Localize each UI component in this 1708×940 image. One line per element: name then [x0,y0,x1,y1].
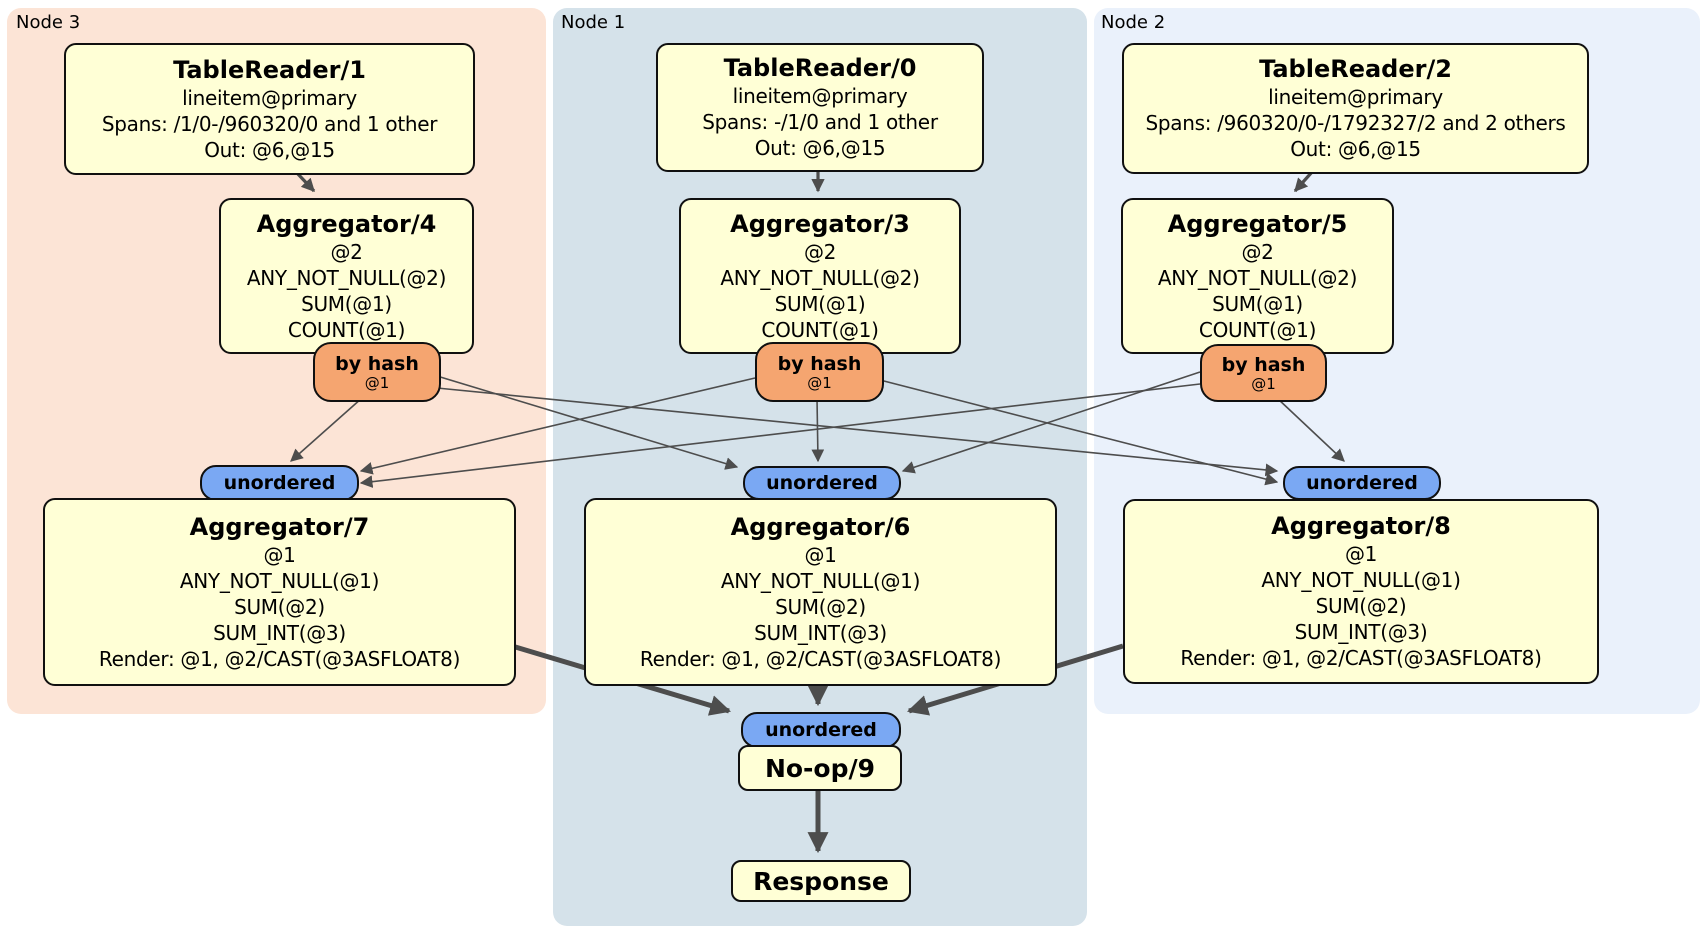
tablereader-0-out: Out: @6,@15 [754,136,886,160]
tablereader-0-box: TableReader/0 lineitem@primary Spans: -/… [656,43,984,172]
node2-label: Node 2 [1101,12,1166,33]
hash-router-node2-label: by hash [1221,353,1306,376]
aggregator-6-line: ANY_NOT_NULL(@1) [720,568,921,593]
aggregator-8-line: SUM(@2) [1315,594,1407,618]
noop-box: No-op/9 [738,745,902,791]
aggregator-3-line: SUM(@1) [774,291,866,316]
aggregator-5-line: @2 [1241,239,1274,264]
tablereader-1-out: Out: @6,@15 [204,137,335,162]
aggregator-5-line: SUM(@1) [1212,291,1303,316]
aggregator-5-title: Aggregator/5 [1167,209,1348,238]
aggregator-5-line: ANY_NOT_NULL(@2) [1157,265,1358,290]
tablereader-2-index: lineitem@primary [1268,85,1443,109]
aggregator-7-title: Aggregator/7 [189,512,370,541]
tablereader-0-index: lineitem@primary [732,84,908,108]
node1-label: Node 1 [561,12,626,33]
aggregator-3-box: Aggregator/3 @2 ANY_NOT_NULL(@2) SUM(@1)… [679,198,961,354]
aggregator-4-box: Aggregator/4 @2 ANY_NOT_NULL(@2) SUM(@1)… [219,198,474,354]
aggregator-8-line: @1 [1344,542,1378,566]
hash-router-node3-key: @1 [364,373,390,392]
aggregator-8-line: SUM_INT(@3) [1294,620,1428,644]
aggregator-3-line: ANY_NOT_NULL(@2) [720,265,920,290]
tablereader-1-spans: Spans: /1/0-/960320/0 and 1 other [101,111,438,136]
aggregator-5-box: Aggregator/5 @2 ANY_NOT_NULL(@2) SUM(@1)… [1121,198,1394,354]
tablereader-2-box: TableReader/2 lineitem@primary Spans: /9… [1122,43,1589,174]
aggregator-8-line: Render: @1, @2/CAST(@3ASFLOAT8) [1180,646,1542,670]
hash-router-node1-label: by hash [777,352,862,375]
tablereader-2-spans: Spans: /960320/0-/1792327/2 and 2 others [1145,111,1566,135]
tablereader-2-title: TableReader/2 [1259,55,1452,83]
aggregator-8-title: Aggregator/8 [1271,512,1451,540]
aggregator-4-line: ANY_NOT_NULL(@2) [246,265,447,290]
tablereader-1-title: TableReader/1 [173,55,366,84]
hash-router-node3: by hash @1 [313,342,441,402]
aggregator-3-title: Aggregator/3 [730,209,910,238]
aggregator-4-title: Aggregator/4 [256,209,437,238]
aggregator-7-line: ANY_NOT_NULL(@1) [179,568,380,593]
aggregator-5-line: COUNT(@1) [1198,317,1317,342]
aggregator-7-line: SUM(@2) [234,594,325,619]
aggregator-3-line: @2 [803,239,837,264]
hash-router-node2-key: @1 [1251,374,1276,393]
aggregator-7-line: @1 [263,542,296,567]
hash-router-node3-label: by hash [335,352,419,375]
response-box: Response [731,860,911,902]
aggregator-4-line: SUM(@1) [301,291,392,316]
tablereader-0-title: TableReader/0 [723,54,917,82]
unordered-sync-node1: unordered [743,466,901,500]
aggregator-6-line: SUM(@2) [775,594,866,619]
aggregator-4-line: COUNT(@1) [287,317,406,342]
aggregator-7-line: Render: @1, @2/CAST(@3ASFLOAT8) [98,646,461,671]
tablereader-1-index: lineitem@primary [182,85,357,110]
aggregator-6-line: SUM_INT(@3) [754,620,887,645]
aggregator-7-line: SUM_INT(@3) [213,620,346,645]
aggregator-8-box: Aggregator/8 @1 ANY_NOT_NULL(@1) SUM(@2)… [1123,499,1599,684]
aggregator-8-line: ANY_NOT_NULL(@1) [1261,568,1461,592]
hash-router-node1: by hash @1 [755,342,884,402]
tablereader-1-box: TableReader/1 lineitem@primary Spans: /1… [64,43,475,175]
final-unordered-sync: unordered [741,712,901,748]
aggregator-6-line: Render: @1, @2/CAST(@3ASFLOAT8) [639,646,1002,671]
hash-router-node2: by hash @1 [1200,344,1327,402]
aggregator-7-box: Aggregator/7 @1 ANY_NOT_NULL(@1) SUM(@2)… [43,498,516,686]
unordered-sync-node2: unordered [1283,466,1441,500]
hash-router-node1-key: @1 [807,373,832,392]
aggregator-6-box: Aggregator/6 @1 ANY_NOT_NULL(@1) SUM(@2)… [584,498,1057,686]
aggregator-3-line: COUNT(@1) [761,317,879,342]
aggregator-6-line: @1 [804,542,837,567]
node3-label: Node 3 [16,12,81,33]
tablereader-0-spans: Spans: -/1/0 and 1 other [702,110,938,134]
unordered-sync-node3: unordered [200,465,359,501]
aggregator-6-title: Aggregator/6 [730,512,911,541]
tablereader-2-out: Out: @6,@15 [1290,137,1421,161]
aggregator-4-line: @2 [330,239,363,264]
